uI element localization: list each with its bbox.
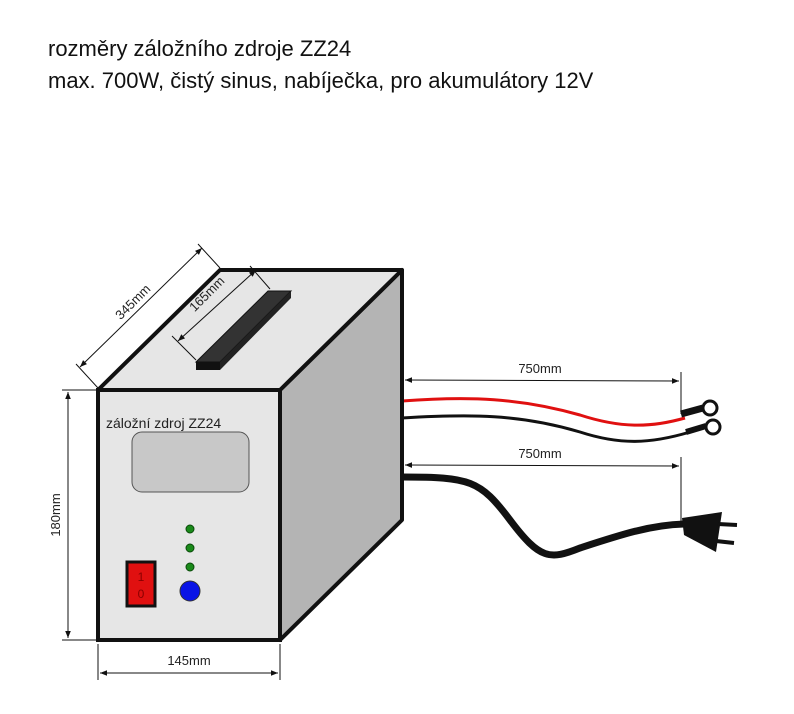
red-battery-wire	[401, 397, 686, 427]
device-label: záložní zdroj ZZ24	[106, 415, 221, 431]
switch-off-label: 0	[138, 587, 145, 601]
led-indicator	[185, 524, 195, 534]
battery-cable-length-label: 750mm	[518, 361, 561, 376]
blue-button[interactable]	[179, 580, 201, 602]
power-plug-icon	[682, 512, 738, 552]
width-dimension-label: 145mm	[167, 653, 210, 668]
black-battery-wire	[401, 414, 691, 443]
led-indicator	[185, 562, 195, 572]
height-dimension-label: 180mm	[48, 493, 63, 536]
switch-on-label: 1	[138, 570, 145, 584]
power-cord-length-label: 750mm	[518, 446, 561, 461]
display-window	[131, 431, 250, 493]
power-switch[interactable]	[125, 560, 157, 608]
ring-terminal-icon	[680, 399, 722, 436]
power-cord	[401, 473, 685, 559]
title-line-2: max. 700W, čistý sinus, nabíječka, pro a…	[48, 68, 594, 93]
title-line-1: rozměry záložního zdroje ZZ24	[48, 36, 352, 61]
led-indicator	[185, 543, 195, 553]
